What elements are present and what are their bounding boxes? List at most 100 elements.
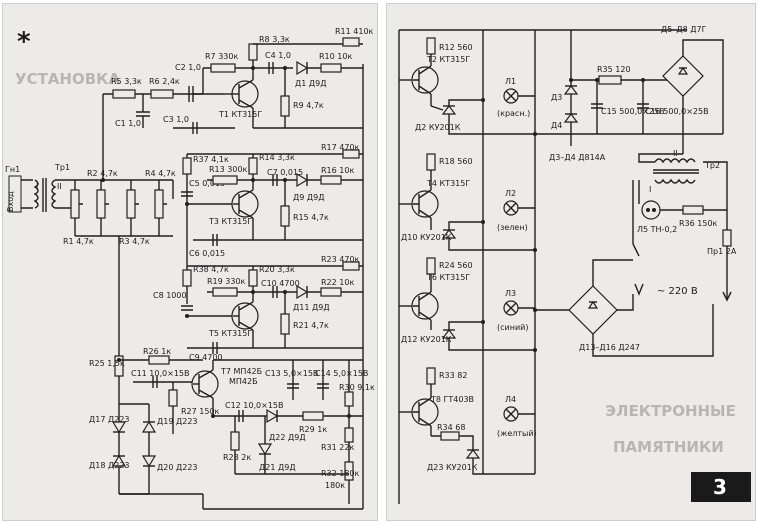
transistor-t7 — [191, 360, 219, 416]
resistor-r23 — [342, 261, 360, 271]
label-r16: R16 10к — [321, 166, 354, 175]
neon-lamp-l5 — [641, 200, 661, 220]
resistor-r18 — [426, 153, 436, 171]
label-r12: R12 560 — [439, 43, 473, 52]
label-l5: Л5 ТН-0,2 — [637, 225, 677, 234]
label-r20: R20 3,3к — [259, 265, 295, 274]
label-c16: C16 500,0×25В — [645, 107, 709, 116]
resistor-r24 — [426, 257, 436, 275]
label-d3: Д3 — [551, 93, 562, 102]
page-number: 3 — [713, 475, 727, 499]
label-d13-d16: Д13–Д16 Д247 — [579, 343, 640, 352]
diode-d21 — [257, 443, 273, 456]
input-label: Вход — [6, 191, 15, 212]
label-r6: R6 2,4к — [149, 77, 180, 86]
junction-dots-right — [481, 78, 645, 352]
label-d17: Д17 Д223 — [89, 415, 130, 424]
label-t8: T8 ГТ403В — [430, 395, 474, 404]
label-r19: R19 330к — [207, 277, 246, 286]
label-d5-d8: Д5–Д8 Д7Г — [661, 25, 707, 34]
resistor-r38 — [182, 269, 192, 287]
transistor-t3 — [231, 180, 259, 240]
svg-text:I: I — [649, 185, 651, 194]
svg-text:II: II — [57, 182, 62, 191]
zener-d3 — [563, 85, 579, 95]
label-l2: Л2 — [505, 189, 516, 198]
label-c3: C3 1,0 — [163, 115, 189, 124]
background-line-2: ПАМЯТНИКИ — [613, 438, 724, 456]
label-t1: T1 КТ315Г — [218, 110, 262, 119]
resistor-r35 — [598, 75, 622, 85]
label-r5: R5 3,3к — [111, 77, 142, 86]
label-l4-color: (желтый) — [497, 429, 537, 438]
mains-voltage: ~ 220 В — [657, 286, 698, 297]
svg-text:МП42Б: МП42Б — [229, 377, 258, 386]
background-heading-text: УСТАНОВКА — [15, 70, 120, 88]
label-r29: R29 1к — [299, 425, 327, 434]
label-c1: C1 1,0 — [115, 119, 141, 128]
label-d22: Д22 Д9Д — [269, 433, 306, 442]
resistor-r21 — [280, 313, 290, 335]
right-schematic: ЭЛЕКТРОННЫЕ ПАМЯТНИКИ T2 КТ315Г R12 560 … — [398, 25, 751, 504]
label-r15: R15 4,7к — [293, 213, 329, 222]
resistor-r13 — [212, 175, 238, 185]
diode-d20 — [141, 455, 157, 468]
label-d12: Д12 КУ201К — [401, 335, 452, 344]
label-l1-color: (красн.) — [497, 109, 530, 118]
resistor-r29 — [302, 411, 324, 421]
asterisk-mark: * — [17, 27, 31, 57]
label-r38: R38 4,7к — [193, 265, 229, 274]
left-schematic: УСТАНОВКА * Гн1 Вход I II Тр1 R1 4,7к R2… — [5, 27, 375, 510]
label-d4: Д4 — [551, 121, 562, 130]
resistor-r3 — [126, 189, 136, 219]
page-number-badge — [691, 472, 751, 502]
label-pr1: Пр1 2А — [707, 247, 737, 256]
label-d23: Д23 КУ201К — [427, 463, 478, 472]
label-d19: Д19 Д223 — [157, 417, 198, 426]
label-d21: Д21 Д9Д — [259, 463, 296, 472]
output-channel-1: T2 КТ315Г R12 560 Д2 КУ201К Л1 (красн.) — [399, 37, 535, 135]
label-d9: Д9 Д9Д — [293, 193, 324, 202]
label-r36: R36 150к — [679, 219, 718, 228]
resistor-r27 — [168, 389, 178, 407]
resistor-r25 — [114, 355, 124, 377]
label-c9: C9 4700 — [189, 353, 223, 362]
diode-d9 — [296, 172, 309, 188]
label-c10: C10 4700 — [261, 279, 300, 288]
output-channel-3: T6 КТ315Г R24 560 Д12 КУ201К Л3 (синий) — [399, 257, 535, 351]
label-r8: R8 3,3к — [259, 35, 290, 44]
transformer-tr2: II I Тр2 — [649, 149, 720, 194]
resistor-r6 — [150, 89, 174, 99]
zener-d4 — [563, 113, 579, 123]
label-r37: R37 4,1к — [193, 155, 229, 164]
resistor-r11 — [342, 37, 360, 47]
label-c4: C4 1,0 — [265, 51, 291, 60]
output-channel-4: T8 ГТ403В R33 82 R34 68 Д23 КУ201К Л4 (ж… — [399, 367, 537, 475]
label-c12: C12 10,0×15В — [225, 401, 284, 410]
label-r26: R26 1к — [143, 347, 171, 356]
label-r30: R30 9,1к — [339, 383, 375, 392]
output-channel-2: T4 КТ315Г R18 560 Д10 КУ201К Л2 (зелен) — [399, 153, 535, 251]
label-c2: C2 1,0 — [175, 63, 201, 72]
right-schematic-page: ЭЛЕКТРОННЫЕ ПАМЯТНИКИ T2 КТ315Г R12 560 … — [386, 3, 756, 521]
thyristor-d2 — [441, 105, 457, 115]
label-r33: R33 82 — [439, 371, 467, 380]
label-r18: R18 560 — [439, 157, 473, 166]
resistor-r9 — [280, 95, 290, 117]
label-t4: T4 КТ315Г — [426, 179, 470, 188]
label-d1: Д1 Д9Д — [295, 79, 326, 88]
input-stage: Гн1 Вход I II Тр1 R1 4,7к R2 4,7к R3 4,7… — [5, 94, 188, 494]
transistor-t1 — [223, 68, 259, 128]
diode-d18 — [111, 454, 127, 467]
label-l4: Л4 — [505, 395, 516, 404]
label-r25: R25 1,5к — [89, 359, 125, 368]
power-supply: Д3 Д4 Д3–Д4 Д814А R35 120 C15 500,0×25В … — [535, 25, 737, 357]
diode-d17 — [111, 421, 127, 434]
label-r35: R35 120 — [597, 65, 631, 74]
label-r24: R24 560 — [439, 261, 473, 270]
label-d2: Д2 КУ201К — [415, 123, 461, 132]
transistor-t5 — [231, 292, 259, 348]
label-t3: T3 КТ315Г — [208, 217, 252, 226]
label-l1: Л1 — [505, 77, 516, 86]
resistor-r26 — [148, 355, 170, 365]
